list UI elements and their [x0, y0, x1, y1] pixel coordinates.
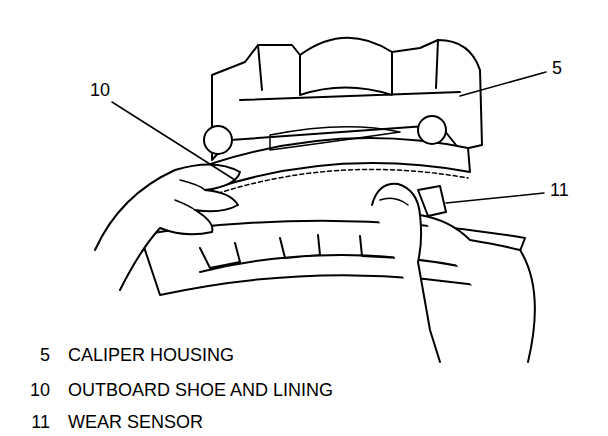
legend-number: 10	[8, 380, 50, 400]
part-name: OUTBOARD SHOE AND LINING	[68, 380, 333, 400]
right-hand	[372, 184, 535, 362]
guide-pin	[418, 116, 446, 144]
leader-line	[460, 72, 546, 96]
part-name: CALIPER HOUSING	[68, 345, 234, 365]
left-hand	[95, 164, 240, 290]
leader-line	[112, 102, 235, 180]
legend-number: 5	[8, 345, 50, 365]
callout-number: 11	[550, 180, 569, 200]
housing-detail	[240, 40, 460, 100]
guide-pin	[204, 126, 232, 154]
part-name: WEAR SENSOR	[68, 412, 203, 432]
bracket-detail	[200, 235, 470, 272]
legend-number: 11	[8, 412, 50, 432]
callout-number: 5	[552, 58, 562, 78]
wear-sensor	[418, 186, 446, 216]
leader-line	[446, 193, 544, 203]
thumb-line	[380, 198, 408, 205]
lining-fill	[270, 127, 400, 150]
callout-number: 10	[90, 80, 110, 100]
finger-lines	[175, 180, 205, 210]
